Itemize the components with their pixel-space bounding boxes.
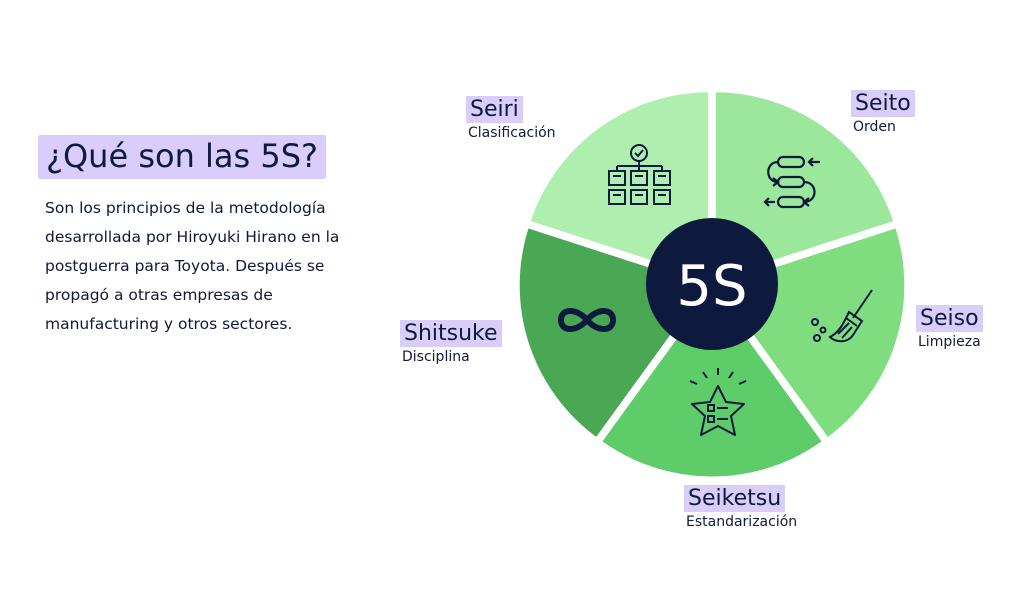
hierarchy-boxes-icon [608, 144, 671, 205]
broom-icon [811, 289, 873, 343]
infinity-icon [557, 308, 617, 332]
label-seiso: Seiso Limpieza [916, 305, 983, 350]
page-title: ¿Qué son las 5S? [46, 137, 319, 175]
segment-subtitle: Clasificación [468, 125, 556, 141]
segment-name: Seiso [916, 305, 983, 332]
segment-seito [712, 89, 897, 283]
label-seiri: Seiri Clasificación [466, 96, 556, 141]
segment-subtitle: Disciplina [402, 349, 470, 365]
segment-name: Seiketsu [684, 485, 786, 512]
description-text: Son los principios de la metodología des… [45, 199, 340, 333]
star-checklist-icon [689, 368, 747, 436]
segment-subtitle: Estandarización [686, 514, 798, 530]
segment-name: Seiri [466, 96, 523, 123]
label-seiketsu: Seiketsu Estandarización [684, 485, 797, 530]
page-title-box: ¿Qué son las 5S? [38, 135, 327, 179]
segment-seiketsu [598, 285, 826, 480]
center-circle [646, 218, 778, 350]
label-shitsuke: Shitsuke Disciplina [400, 320, 502, 365]
center-label: 5S [676, 254, 747, 319]
label-seito: Seito Orden [851, 90, 915, 135]
segment-subtitle: Orden [853, 119, 896, 135]
segment-name: Shitsuke [400, 320, 502, 347]
sorting-flow-icon [763, 155, 820, 209]
segment-subtitle: Limpieza [918, 334, 981, 350]
segment-name: Seito [851, 90, 915, 117]
